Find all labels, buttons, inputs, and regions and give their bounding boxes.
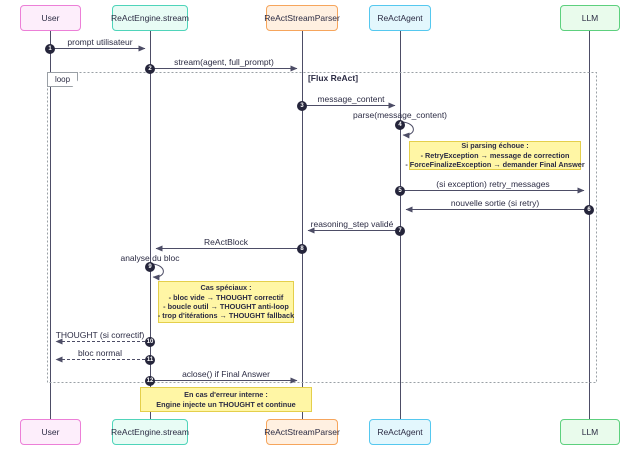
message-1-label: prompt utilisateur: [67, 37, 133, 47]
participant-label: User: [41, 13, 60, 23]
message-11-label: bloc normal: [78, 348, 122, 358]
message-4-number: 4: [395, 120, 405, 130]
message-arrow-4-selfloop: [401, 121, 414, 139]
participant-engine-bottom: ReActEngine.stream: [111, 419, 189, 445]
participant-user-bottom: User: [20, 419, 81, 445]
message-5-label: (si exception) retry_messages: [436, 179, 550, 189]
note-line: - ForceFinalizeException → demander Fina…: [405, 160, 585, 170]
note-line: - RetryException → message de correction: [420, 150, 570, 160]
note-line: Cas spéciaux :: [200, 283, 252, 293]
participant-label: User: [41, 427, 60, 437]
participant-parser-top: ReActStreamParser: [264, 5, 340, 31]
loop-condition-label: [Flux ReAct]: [307, 73, 359, 83]
note-line: Si parsing échoue :: [461, 141, 529, 151]
message-7-number: 7: [395, 225, 405, 236]
message-2-number: 2: [145, 63, 155, 74]
message-1-number: 1: [45, 43, 55, 54]
message-10-label: THOUGHT (si correctif): [55, 330, 145, 340]
message-6-number: 6: [584, 204, 594, 215]
message-6-label: nouvelle sortie (si retry): [450, 198, 540, 208]
loop-frame: [47, 72, 597, 383]
participant-label: ReActStreamParser: [264, 13, 340, 23]
note-line: - boucle outil → THOUGHT anti-loop: [163, 302, 289, 311]
note-special-cases: Cas spéciaux : - bloc vide → THOUGHT cor…: [158, 281, 294, 323]
participant-label: ReActAgent: [377, 427, 423, 437]
message-4-label: parse(message_content): [352, 110, 448, 120]
participant-label: ReActEngine.stream: [111, 13, 189, 23]
message-5-number: 5: [395, 185, 405, 196]
note-line: En cas d'erreur interne :: [184, 390, 268, 400]
participant-llm-bottom: LLM: [560, 419, 620, 445]
participant-agent-bottom: ReActAgent: [369, 419, 431, 445]
message-2-label: stream(agent, full_prompt): [174, 57, 274, 67]
message-9-number: 9: [145, 262, 155, 272]
message-3-number: 3: [297, 100, 307, 111]
message-arrow-9-selfloop: [151, 263, 164, 281]
message-9-label: analyse du bloc: [120, 253, 180, 263]
participant-label: LLM: [581, 427, 599, 437]
loop-keyword-label: loop: [47, 72, 78, 87]
participant-label: ReActStreamParser: [264, 427, 340, 437]
message-8-number: 8: [297, 243, 307, 254]
note-internal-error: En cas d'erreur interne : Engine injecte…: [140, 387, 312, 412]
participant-llm-top: LLM: [560, 5, 620, 31]
participant-user-top: User: [20, 5, 81, 31]
message-7-label: reasoning_step validé: [310, 219, 394, 229]
participant-label: LLM: [581, 13, 599, 23]
participant-agent-top: ReActAgent: [369, 5, 431, 31]
message-11-number: 11: [145, 354, 155, 365]
participant-engine-top: ReActEngine.stream: [111, 5, 189, 31]
participant-label: ReActAgent: [377, 13, 423, 23]
note-line: - trop d'itérations → THOUGHT fallback: [157, 311, 295, 321]
participant-label: ReActEngine.stream: [111, 427, 189, 437]
note-parsing-failure: Si parsing échoue : - RetryException → m…: [405, 141, 585, 170]
note-line: Engine injecte un THOUGHT et continue: [156, 399, 296, 409]
message-8-label: ReActBlock: [204, 237, 248, 247]
message-10-number: 10: [145, 336, 155, 347]
message-12-label: aclose() if Final Answer: [182, 369, 270, 379]
message-3-label: message_content: [317, 94, 385, 104]
message-12-number: 12: [145, 375, 155, 386]
participant-parser-bottom: ReActStreamParser: [264, 419, 340, 445]
note-line: - bloc vide → THOUGHT correctif: [168, 292, 284, 302]
